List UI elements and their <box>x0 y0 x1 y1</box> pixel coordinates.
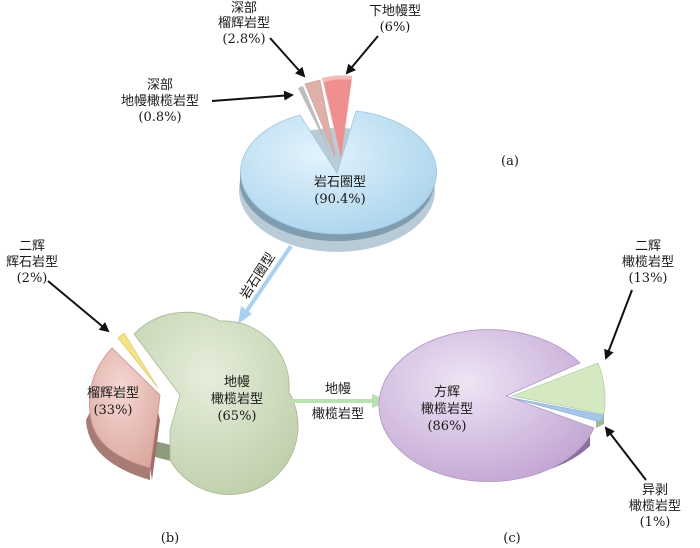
label-a-main-1: 岩石圈型 <box>314 175 366 190</box>
label-a-lower-2: (6%) <box>380 20 411 35</box>
pie-b-eclogite-cut <box>150 412 160 480</box>
label-a-deep-per-3: (0.8%) <box>138 110 181 125</box>
label-b-pyroxenite-2: 辉石岩型 <box>6 255 58 270</box>
pointer-a-lower <box>345 35 379 75</box>
label-b-mantle-2: 橄榄岩型 <box>211 391 263 407</box>
pie-c-slice-lherzolite <box>510 362 606 415</box>
pie-a <box>239 75 437 252</box>
label-c-harz-2: 橄榄岩型 <box>421 401 473 417</box>
panel-tag-a: (a) <box>501 154 519 169</box>
label-c-lherz-3: (13%) <box>628 271 667 286</box>
pie-a-slice-deep-eclogite <box>304 79 336 157</box>
pointer-a-deep-per <box>211 90 294 102</box>
label-b-mantle-1: 地幔 <box>224 375 250 390</box>
pie-b <box>86 311 299 495</box>
label-a-deep-per-1: 深部 <box>147 78 173 93</box>
label-c-lherz-1: 二辉 <box>635 239 661 254</box>
label-c-lherz-2: 橄榄岩型 <box>622 254 674 270</box>
pointer-a-deep-ecl <box>269 37 306 78</box>
label-c-harz-1: 方辉 <box>434 384 460 400</box>
pie-b-slice-eclogite <box>89 347 161 469</box>
label-arrow-b-to-c-1: 地幔 <box>325 382 351 397</box>
pointer-c-wehr <box>604 426 647 481</box>
pie-b-slice-pyroxenite <box>117 332 159 389</box>
label-c-wehr-3: (1%) <box>640 515 671 530</box>
label-b-eclogite-2: (33%) <box>93 403 132 418</box>
label-a-deep-ecl-3: (2.8%) <box>222 32 265 47</box>
pie-c <box>378 329 606 482</box>
pie-c-slice-harzburgite <box>378 329 595 482</box>
pie-b-slice-mantle-peridotite <box>133 311 299 495</box>
label-b-mantle-3: (65%) <box>217 409 256 424</box>
label-a-deep-ecl-2: 榴辉岩型 <box>218 16 270 31</box>
label-b-pyroxenite-3: (2%) <box>17 271 48 286</box>
label-b-pyroxenite-1: 二辉 <box>19 239 45 254</box>
pie-a-slice-lithosphere <box>240 110 437 235</box>
pie-a-slice-lower-mantle <box>322 77 352 158</box>
panel-tag-c: (c) <box>503 531 520 546</box>
label-c-wehr-2: 橄榄岩型 <box>629 498 681 514</box>
label-a-main-2: (90.4%) <box>314 192 365 207</box>
label-a-lower-1: 下地幔型 <box>369 4 421 19</box>
label-a-deep-per-2: 地幔橄榄岩型 <box>121 93 199 109</box>
pie-a-slice-deep-peridotite <box>298 86 332 156</box>
label-arrow-b-to-c-2: 橄榄岩型 <box>312 406 364 422</box>
panel-tag-b: (b) <box>161 531 179 546</box>
arrow-a-to-b <box>238 244 293 324</box>
label-a-deep-ecl-1: 深部 <box>231 1 257 16</box>
pointer-b-pyroxenite <box>47 280 110 333</box>
label-c-harz-3: (86%) <box>427 419 466 434</box>
pointer-c-lherz <box>604 289 633 360</box>
label-c-wehr-1: 异剥 <box>642 483 668 498</box>
label-b-eclogite-1: 榴辉岩型 <box>87 386 139 401</box>
pie-c-slice-wehrlite <box>511 397 605 423</box>
